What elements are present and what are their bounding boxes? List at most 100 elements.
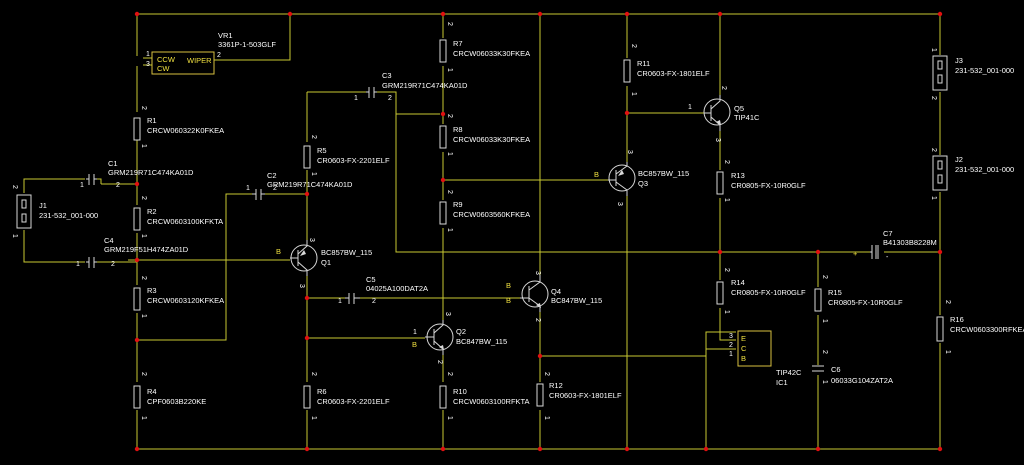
r12-value: CR0603-FX-1801ELF	[549, 391, 622, 400]
junction-dot	[304, 335, 310, 341]
r8-resistor[interactable]: 2 1 R8 CRCW06033K30FKEA	[439, 114, 530, 156]
q2-transistor[interactable]: 1 B 3 2 Q2 BC847BW_115	[412, 312, 507, 364]
c2-capacitor[interactable]: 1 2 C2 GRM219R71C474KA01D	[246, 171, 353, 200]
r13-resistor[interactable]: 2 1 R13 CR0805-FX-10R0GLF	[716, 160, 806, 202]
junction-dot	[937, 446, 943, 452]
r15-value: CR0805-FX-10R0GLF	[828, 298, 903, 307]
r5-resistor[interactable]: 2 1 R5 CR0603-FX-2201ELF	[303, 135, 390, 176]
r4-value: CPF0603B220KE	[147, 397, 206, 406]
junction-dot	[624, 110, 630, 116]
svg-text:2: 2	[310, 135, 317, 139]
q4-transistor[interactable]: B B 3 2 Q4 BC847BW_115	[506, 271, 602, 322]
svg-text:3: 3	[444, 312, 451, 316]
c5-capacitor[interactable]: 1 2 C5 04025A100DAT2A	[338, 275, 428, 305]
junction-dot	[134, 446, 140, 452]
svg-text:1: 1	[723, 198, 730, 202]
c7-plus: +	[853, 249, 858, 258]
junction-dot	[815, 446, 821, 452]
ic1-transistor[interactable]: E C B 3 2 1 TIP42C IC1	[729, 330, 802, 387]
r4-resistor[interactable]: 2 1 R4 CPF0603B220KE	[133, 372, 206, 420]
junction-dot	[815, 249, 821, 255]
r12-resistor[interactable]: 2 1 R12 CR0603-FX-1801ELF	[536, 372, 622, 420]
junction-dot	[304, 295, 310, 301]
svg-text:1: 1	[140, 314, 147, 318]
r4-ref: R4	[147, 387, 157, 396]
r9-value: CRCW0603560KFKEA	[453, 210, 530, 219]
wire	[23, 178, 85, 193]
r1-resistor[interactable]: 2 1 R1 CRCW060322K0FKEA	[133, 106, 224, 148]
r15-resistor[interactable]: 2 1 R15 CR0805-FX-10R0GLF	[814, 275, 903, 323]
r16-value: CRCW0603300RFKEA	[950, 325, 1024, 334]
r3-ref: R3	[147, 286, 157, 295]
vr1-pin-cw: CW	[157, 64, 170, 73]
wire	[705, 331, 736, 449]
junction-dot	[717, 11, 723, 17]
c3-capacitor[interactable]: 1 2 C3 GRM219R71C474KA01D	[354, 71, 468, 102]
vr1-potentiometer[interactable]: CCW CW WIPER VR1 3361P-1-503GLF 1 3 2	[143, 31, 276, 75]
r2-resistor[interactable]: 2 1 R2 CRCW0603100KFKTA	[133, 196, 223, 238]
svg-text:B: B	[506, 296, 511, 305]
svg-text:1: 1	[140, 234, 147, 238]
r3-resistor[interactable]: 2 1 R3 CRCW0603120KFKEA	[133, 276, 224, 318]
svg-text:2: 2	[723, 268, 730, 272]
r16-ref: R16	[950, 315, 964, 324]
c4-value: GRM219F51H474ZA01D	[104, 245, 189, 254]
c1-value: GRM219R71C474KA01D	[108, 168, 194, 177]
j1-value: 231-532_001-000	[39, 211, 98, 220]
junction-dot	[287, 11, 293, 17]
svg-text:1: 1	[446, 416, 453, 420]
q1-transistor[interactable]: B 3 3 BC857BW_115 Q1	[276, 238, 372, 288]
svg-text:1: 1	[944, 350, 951, 354]
svg-text:2: 2	[534, 318, 541, 322]
svg-text:2: 2	[930, 96, 937, 100]
junction-dot	[134, 257, 140, 263]
ic1-ref: IC1	[776, 378, 788, 387]
r6-resistor[interactable]: 2 1 R6 CR0603-FX-2201ELF	[303, 372, 390, 420]
wire	[540, 348, 736, 357]
svg-text:2: 2	[217, 52, 221, 59]
r13-ref: R13	[731, 171, 745, 180]
r5-value: CR0603-FX-2201ELF	[317, 156, 390, 165]
junction-dot	[937, 249, 943, 255]
c1-capacitor[interactable]: 1 2 C1 GRM219R71C474KA01D	[80, 159, 194, 189]
r2-ref: R2	[147, 207, 157, 216]
junction-dot	[440, 177, 446, 183]
r10-ref: R10	[453, 387, 467, 396]
j2-connector[interactable]: 2 1 J2 231-532_001-000	[930, 148, 1014, 200]
r10-resistor[interactable]: 2 1 R10 CRCW0603100RFKTA	[439, 372, 530, 420]
r12-ref: R12	[549, 381, 563, 390]
r7-value: CRCW06033K30FKEA	[453, 49, 530, 58]
svg-text:2: 2	[436, 360, 443, 364]
svg-text:2: 2	[944, 300, 951, 304]
q1-value: BC857BW_115	[321, 248, 372, 257]
r6-value: CR0603-FX-2201ELF	[317, 397, 390, 406]
c4-capacitor[interactable]: 1 2 C4 GRM219F51H474ZA01D	[76, 236, 189, 268]
junction-dot	[537, 11, 543, 17]
j3-connector[interactable]: 1 2 J3 231-532_001-000	[930, 48, 1014, 100]
j1-connector[interactable]: 2 1 J1 231-532_001-000	[11, 185, 98, 238]
r14-value: CR0805-FX-10R0GLF	[731, 288, 806, 297]
r14-resistor[interactable]: 2 1 R14 CR0805-FX-10R0GLF	[716, 268, 806, 314]
r7-resistor[interactable]: 2 1 R7 CRCW06033K30FKEA	[439, 22, 530, 72]
svg-text:2: 2	[446, 114, 453, 118]
c2-ref: C2	[267, 171, 277, 180]
svg-text:1: 1	[446, 68, 453, 72]
wires	[23, 13, 941, 450]
svg-text:2: 2	[446, 22, 453, 26]
q5-transistor[interactable]: 1 2 3 Q5 TIP41C	[688, 86, 760, 142]
r9-resistor[interactable]: 2 1 R9 CRCW0603560KFKEA	[439, 190, 530, 232]
c5-ref: C5	[366, 275, 376, 284]
r11-resistor[interactable]: 2 1 R11 CR0603-FX-1801ELF	[623, 44, 710, 96]
q5-ref: Q5	[734, 104, 744, 113]
r16-resistor[interactable]: 2 1 R16 CRCW0603300RFKEA	[936, 300, 1024, 354]
svg-text:1: 1	[246, 185, 250, 192]
c6-capacitor[interactable]: 2 1 C6 06033G104ZAT2A	[812, 350, 893, 385]
r11-ref: R11	[637, 59, 650, 68]
c7-capacitor[interactable]: + - C7 B41303B8228M	[853, 229, 937, 261]
svg-text:1: 1	[930, 48, 937, 52]
r7-ref: R7	[453, 39, 463, 48]
q4-value: BC847BW_115	[551, 296, 602, 305]
q3-transistor[interactable]: B 3 3 BC857BW_115 Q3	[594, 150, 689, 206]
ic1-value: TIP42C	[776, 368, 802, 377]
